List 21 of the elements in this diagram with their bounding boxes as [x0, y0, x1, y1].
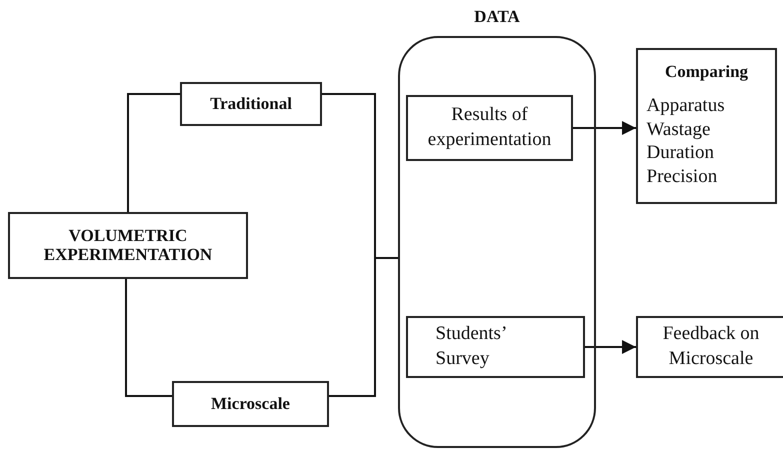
connector-line [125, 279, 172, 397]
process-box [406, 95, 573, 161]
connector-line [127, 93, 180, 212]
box-heading: Comparing [664, 63, 748, 82]
result-box [636, 316, 783, 378]
arrow [573, 121, 636, 135]
process-box [172, 381, 329, 427]
box-label: VOLUMETRIC EXPERIMENTATION [42, 226, 214, 264]
box-label: Feedback on Microscale [662, 322, 760, 371]
process-box [406, 316, 585, 378]
connector-line [329, 257, 398, 397]
criteria-list: Apparatus Wastage Duration Precision [646, 94, 756, 189]
box-label: Microscale [211, 394, 290, 414]
process-box [180, 82, 322, 126]
box-label: Students’ Survey [436, 322, 507, 371]
arrow [585, 340, 636, 354]
box-label: Traditional [210, 94, 292, 114]
band-heading: DATA [473, 8, 521, 27]
result-box [636, 48, 777, 204]
box-label: Results of experimentation [426, 103, 552, 152]
process-box [8, 212, 248, 279]
